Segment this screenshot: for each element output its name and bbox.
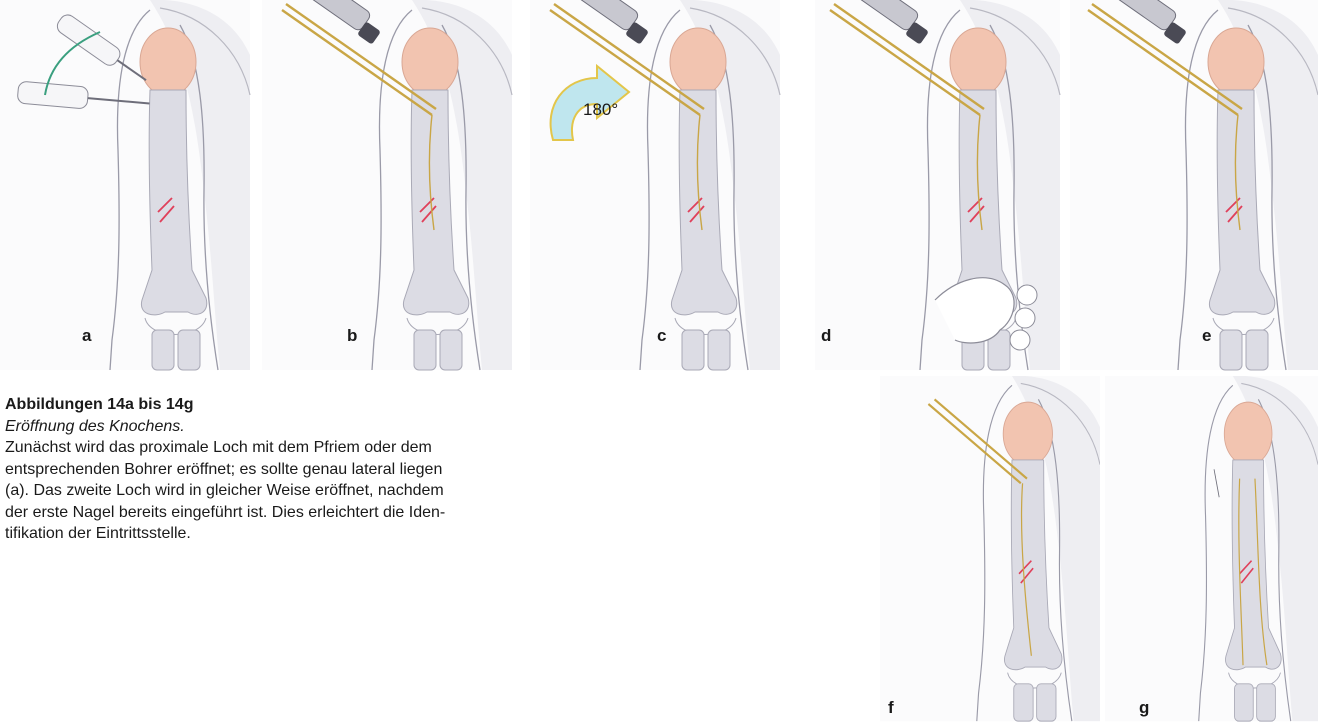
figure-panel-f: f (880, 376, 1100, 723)
caption-line: Zunächst wird das proximale Loch mit dem… (5, 437, 565, 459)
panel-label-c: c (657, 326, 666, 346)
panel-label-f: f (888, 698, 894, 718)
panel-d-illustration (815, 0, 1065, 372)
figure-panel-g: g (1105, 376, 1318, 723)
panel-a-illustration (0, 0, 260, 372)
caption-line: entsprechenden Bohrer eröffnet; es sollt… (5, 459, 565, 481)
figure-panel-c: 180° c (525, 0, 790, 372)
figure-panel-b: b (262, 0, 522, 372)
figure-panel-a: a (0, 0, 260, 372)
caption-line: tifikation der Eintrittsstelle. (5, 523, 565, 545)
figure-panel-e: e (1070, 0, 1318, 372)
panel-label-a: a (82, 326, 91, 346)
figure-panel-d: d (815, 0, 1065, 372)
caption-line: (a). Das zweite Loch wird in gleicher We… (5, 480, 565, 502)
panel-b-illustration (262, 0, 522, 372)
panel-label-b: b (347, 326, 357, 346)
panel-label-g: g (1139, 698, 1149, 718)
caption-title: Abbildungen 14a bis 14g (5, 394, 565, 416)
panel-e-illustration (1070, 0, 1318, 372)
rotation-label: 180° (583, 100, 618, 120)
panel-g-illustration (1105, 376, 1318, 723)
caption-line: der erste Nagel bereits eingeführt ist. … (5, 502, 565, 524)
panel-label-d: d (821, 326, 831, 346)
panel-f-illustration (880, 376, 1100, 723)
panel-label-e: e (1202, 326, 1211, 346)
caption-subtitle: Eröffnung des Knochens. (5, 416, 565, 438)
panel-c-illustration (525, 0, 790, 372)
figure-caption: Abbildungen 14a bis 14g Eröffnung des Kn… (5, 394, 565, 545)
